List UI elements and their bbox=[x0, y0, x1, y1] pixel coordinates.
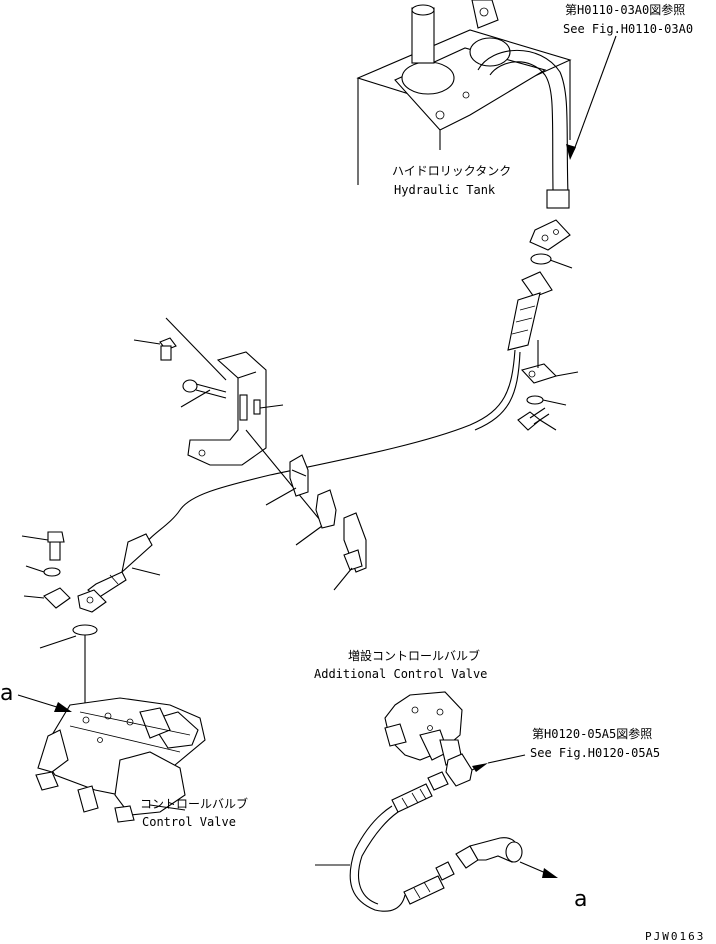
add-valve-name-jp: 増設コントロールバルブ bbox=[348, 648, 480, 663]
additional-valve-hose bbox=[315, 771, 455, 912]
leader-tank-ref bbox=[566, 35, 617, 160]
control-valve bbox=[35, 697, 206, 823]
hose-end-fitting-left bbox=[87, 533, 161, 599]
tank-name-en: Hydraulic Tank bbox=[394, 183, 496, 197]
o-ring bbox=[530, 253, 552, 265]
tank-ref-jp: 第H0110-03A0図参照 bbox=[565, 2, 685, 17]
hose-clamp-upper bbox=[265, 454, 309, 506]
bracket-bolt-mid bbox=[180, 379, 227, 408]
flange-bolt-left bbox=[21, 531, 65, 561]
connection-label-left: a bbox=[0, 681, 13, 706]
washer bbox=[526, 395, 544, 405]
elbow-fitting bbox=[445, 753, 526, 787]
additional-control-valve bbox=[384, 691, 463, 766]
elbow-fitting-lower bbox=[455, 837, 523, 869]
drawing-code: PJW0163 bbox=[645, 930, 705, 943]
flange-washer-left bbox=[43, 567, 61, 577]
bolt bbox=[517, 407, 557, 431]
hydraulic-tank bbox=[356, 0, 572, 185]
add-valve-name-en: Additional Control Valve bbox=[314, 667, 487, 681]
hose-clamp-lower-2 bbox=[333, 512, 367, 591]
valve-ref-en: See Fig.H0120-05A5 bbox=[530, 746, 660, 760]
valve-name-jp: コントロールバルブ bbox=[140, 796, 248, 811]
tank-ref-en: See Fig.H0110-03A0 bbox=[563, 22, 693, 36]
connection-label-right: a bbox=[574, 887, 587, 912]
connection-arrow-right bbox=[519, 861, 558, 878]
valve-ref-jp: 第H0120-05A5図参照 bbox=[532, 726, 652, 741]
bracket-bolt-top bbox=[133, 317, 227, 381]
mounting-bracket bbox=[187, 351, 267, 466]
connection-arrow-left bbox=[17, 694, 72, 712]
flange-half-left bbox=[23, 587, 71, 609]
hose-clamp-lower-1 bbox=[295, 489, 337, 546]
o-ring-left bbox=[72, 624, 98, 636]
valve-name-en: Control Valve bbox=[142, 815, 236, 829]
leader-control-valve bbox=[149, 804, 186, 811]
hose-clamp bbox=[520, 340, 579, 384]
suction-hose-fitting bbox=[507, 271, 553, 351]
tank-name-jp: ハイドロリックタンク bbox=[392, 164, 511, 178]
split-flange bbox=[77, 589, 107, 613]
